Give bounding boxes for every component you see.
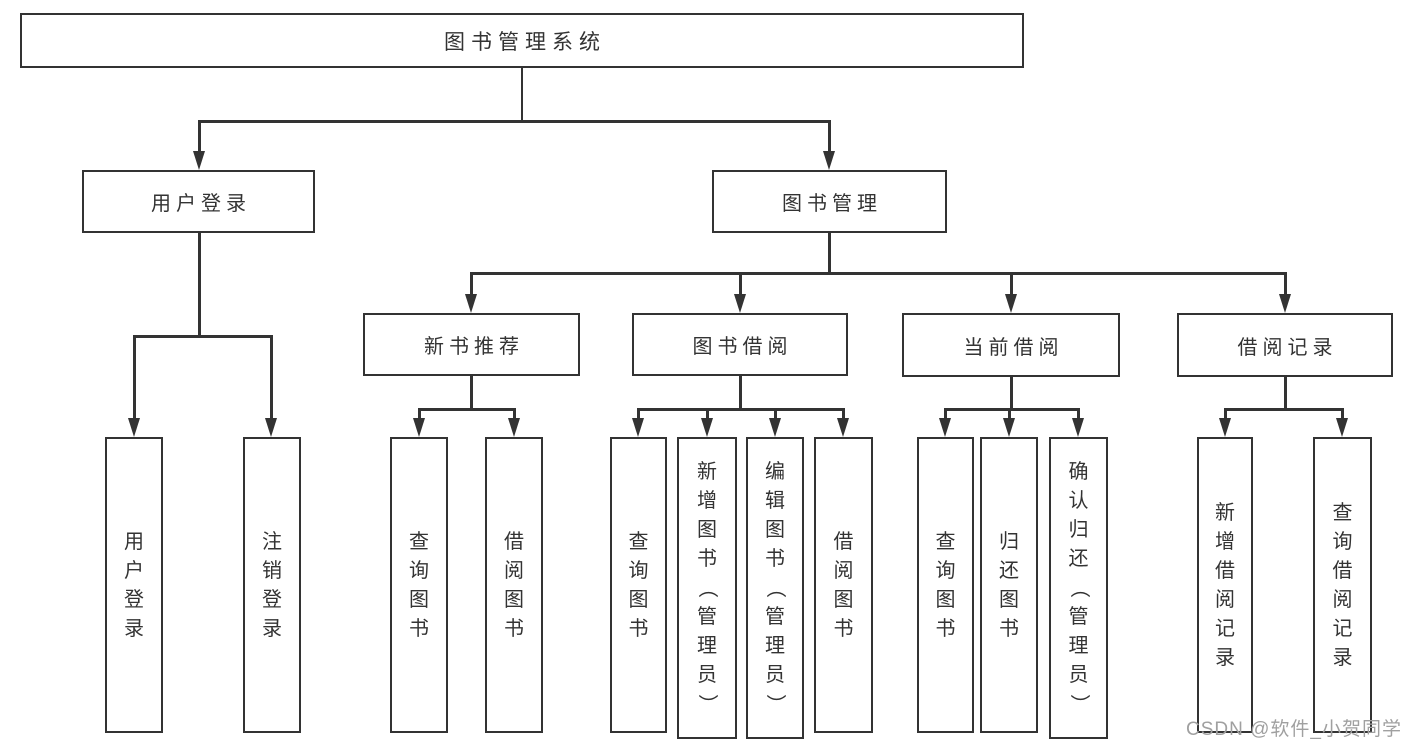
connector-borrow-records-hline xyxy=(1224,408,1343,411)
node-current-borrow-label: 当前借阅 xyxy=(963,336,1064,359)
connector-book-borrow-hline xyxy=(637,408,844,411)
arrow-down-icon xyxy=(127,418,140,437)
node-leaf-recommend-query-books-label: 查询图书 xyxy=(409,530,429,640)
arrow-down-icon xyxy=(1218,418,1231,437)
node-leaf-borrow-books-label: 借阅图书 xyxy=(833,530,854,640)
connector-borrow-records-vline xyxy=(1284,375,1287,410)
watermark: CSDN @软件_小贺同学 xyxy=(1186,719,1402,740)
connector-drop xyxy=(944,408,947,420)
connector-drop xyxy=(1008,408,1011,420)
arrow-down-icon xyxy=(1071,418,1084,437)
node-book-borrow: 图书借阅 xyxy=(632,313,848,376)
node-user-login-label: 用户登录 xyxy=(151,193,251,215)
node-leaf-add-books-admin: 新增图书（管理员） xyxy=(677,437,737,739)
node-book-borrow-label: 图书借阅 xyxy=(692,336,793,358)
node-borrow-records-label: 借阅记录 xyxy=(1237,336,1338,359)
node-borrow-records: 借阅记录 xyxy=(1177,313,1393,377)
node-book-management: 图书管理 xyxy=(712,170,947,233)
arrow-down-icon xyxy=(1278,294,1291,313)
arrow-down-icon xyxy=(700,418,713,437)
node-leaf-query-borrow-record: 查询借阅记录 xyxy=(1313,437,1372,733)
connector-drop xyxy=(706,408,709,420)
node-leaf-logout-label: 注销登录 xyxy=(262,530,282,640)
connector-current-borrow-vline xyxy=(1010,375,1013,410)
arrow-down-icon xyxy=(733,294,746,313)
node-leaf-add-borrow-record: 新增借阅记录 xyxy=(1197,437,1253,733)
arrow-down-icon xyxy=(264,418,277,437)
node-leaf-edit-books-admin: 编辑图书（管理员） xyxy=(746,437,804,739)
connector-drop xyxy=(513,408,516,420)
node-leaf-borrow-query-books-label: 查询图书 xyxy=(628,530,649,640)
node-new-book-recommend: 新书推荐 xyxy=(363,313,580,376)
node-leaf-confirm-return-admin-label: 确认归还（管理员） xyxy=(1067,461,1090,714)
node-leaf-query-borrow-record-label: 查询借阅记录 xyxy=(1332,501,1353,669)
connector-drop xyxy=(1010,272,1013,296)
connector-drop xyxy=(1077,408,1080,420)
node-leaf-recommend-borrow-books: 借阅图书 xyxy=(485,437,543,733)
arrow-down-icon xyxy=(938,418,951,437)
node-leaf-confirm-return-admin: 确认归还（管理员） xyxy=(1049,437,1108,739)
connector-drop xyxy=(842,408,845,420)
arrow-down-icon xyxy=(1335,418,1348,437)
node-current-borrow: 当前借阅 xyxy=(902,313,1120,377)
arrow-down-icon xyxy=(507,418,520,437)
connector-drop xyxy=(828,120,831,153)
connector-root-vline xyxy=(520,66,523,122)
node-leaf-current-query-books-label: 查询图书 xyxy=(935,530,956,640)
node-leaf-return-books-label: 归还图书 xyxy=(999,530,1019,640)
node-root-label: 图书管理系统 xyxy=(444,30,606,54)
connector-book-management-hline xyxy=(470,272,1286,275)
connector-drop xyxy=(1284,272,1287,296)
connector-root-hline xyxy=(198,120,831,123)
connector-new-book-vline xyxy=(470,374,473,410)
arrow-down-icon xyxy=(836,418,849,437)
node-leaf-return-books: 归还图书 xyxy=(980,437,1038,733)
connector-new-book-hline xyxy=(418,408,515,411)
connector-book-borrow-vline xyxy=(739,374,742,410)
node-leaf-recommend-borrow-books-label: 借阅图书 xyxy=(504,530,524,640)
connector-current-borrow-hline xyxy=(944,408,1079,411)
node-user-login: 用户登录 xyxy=(82,170,315,233)
connector-drop xyxy=(637,408,640,420)
node-book-management-label: 图书管理 xyxy=(782,193,882,215)
arrow-down-icon xyxy=(1002,418,1015,437)
node-leaf-borrow-books: 借阅图书 xyxy=(814,437,873,733)
arrow-down-icon xyxy=(631,418,644,437)
connector-drop xyxy=(418,408,421,420)
connector-drop xyxy=(470,272,473,296)
node-leaf-edit-books-admin-label: 编辑图书（管理员） xyxy=(764,461,786,714)
connector-user-login-vline xyxy=(198,231,201,337)
node-new-book-recommend-label: 新书推荐 xyxy=(424,336,524,358)
connector-book-management-vline xyxy=(828,231,831,274)
node-leaf-add-books-admin-label: 新增图书（管理员） xyxy=(696,461,718,714)
connector-drop xyxy=(198,120,201,153)
arrow-down-icon xyxy=(412,418,425,437)
connector-drop xyxy=(774,408,777,420)
node-leaf-user-login-label: 用户登录 xyxy=(124,530,144,640)
arrow-down-icon xyxy=(192,151,205,170)
connector-drop xyxy=(270,335,273,419)
arrow-down-icon xyxy=(768,418,781,437)
connector-drop xyxy=(133,335,136,419)
node-leaf-current-query-books: 查询图书 xyxy=(917,437,974,733)
connector-drop xyxy=(739,272,742,296)
node-root: 图书管理系统 xyxy=(20,13,1024,68)
node-leaf-logout: 注销登录 xyxy=(243,437,301,733)
node-leaf-add-borrow-record-label: 新增借阅记录 xyxy=(1215,501,1235,669)
arrow-down-icon xyxy=(1004,294,1017,313)
arrow-down-icon xyxy=(822,151,835,170)
connector-user-login-hline xyxy=(133,335,273,338)
connector-drop xyxy=(1224,408,1227,420)
arrow-down-icon xyxy=(464,294,477,313)
node-leaf-recommend-query-books: 查询图书 xyxy=(390,437,448,733)
connector-drop xyxy=(1341,408,1344,420)
node-leaf-user-login: 用户登录 xyxy=(105,437,163,733)
node-leaf-borrow-query-books: 查询图书 xyxy=(610,437,667,733)
